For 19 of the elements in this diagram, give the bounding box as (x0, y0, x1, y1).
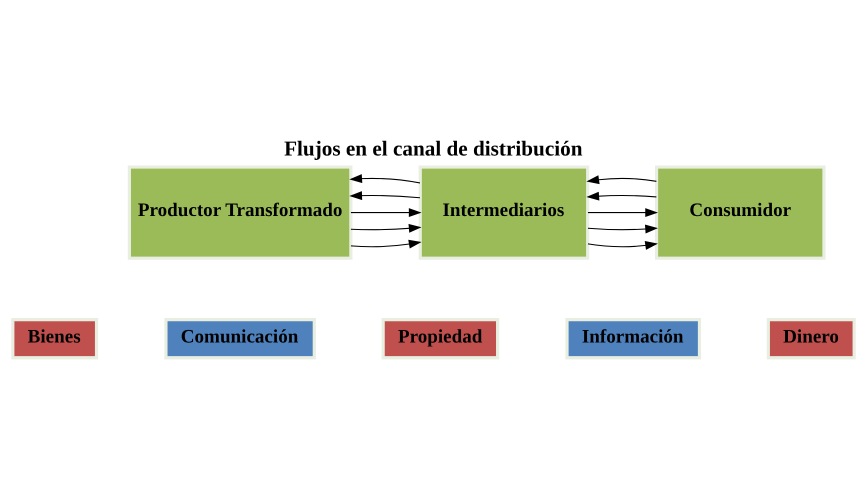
node-box: Bienes (11, 318, 98, 360)
arrow (586, 175, 656, 184)
arrow (349, 174, 420, 184)
arrow (588, 241, 658, 250)
node-box: Intermediarios (418, 165, 590, 260)
node-box: Consumidor (654, 165, 826, 260)
node-box: Información (565, 318, 702, 360)
arrow (588, 208, 658, 218)
arrow (349, 191, 420, 200)
arrow (350, 208, 422, 218)
node-box: Propiedad (382, 318, 500, 360)
node-box: Dinero (766, 318, 856, 360)
arrow (588, 224, 658, 234)
node-box: Comunicación (164, 318, 316, 360)
arrow (350, 224, 422, 233)
node-box: Productor Transformado (128, 165, 352, 260)
arrow (350, 240, 422, 248)
diagram-title: Flujos en el canal de distribución (284, 136, 583, 160)
arrow (586, 192, 656, 201)
